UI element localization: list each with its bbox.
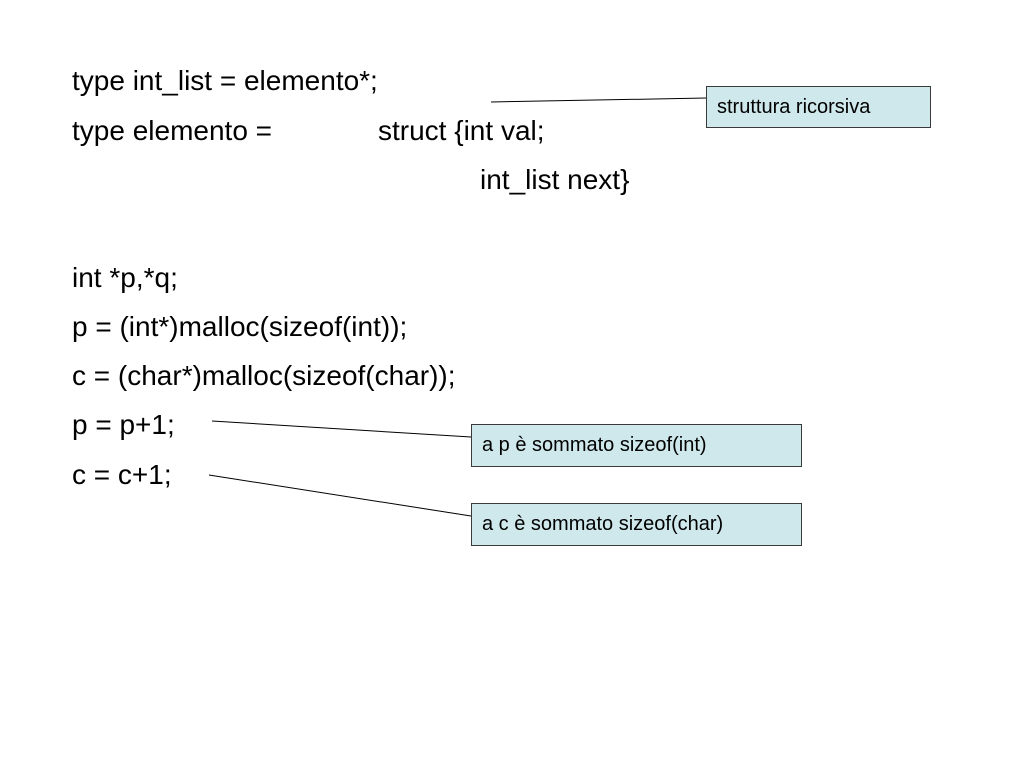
callout-c-increment: a c è sommato sizeof(char) [471, 503, 802, 546]
callout-p-increment: a p è sommato sizeof(int) [471, 424, 802, 467]
callout-recursive-structure-text: struttura ricorsiva [717, 96, 871, 118]
code-line-struct-int-val: struct {int val; [378, 115, 545, 146]
code-line-type-elemento: type elemento = [72, 115, 273, 146]
connector-line-recursive [490, 97, 707, 103]
code-line-decl-pq: int *p,*q; [72, 262, 178, 293]
callout-p-increment-text: a p è sommato sizeof(int) [482, 434, 707, 456]
code-line-c-increment: c = c+1; [72, 459, 172, 490]
code-line-malloc-p: p = (int*)malloc(sizeof(int)); [72, 311, 408, 342]
callout-recursive-structure: struttura ricorsiva [706, 86, 931, 128]
code-line-type-int-list: type int_list = elemento*; [72, 65, 378, 96]
callout-c-increment-text: a c è sommato sizeof(char) [482, 513, 724, 535]
code-line-int-list-next: int_list next} [480, 164, 630, 195]
connector-line-p-increment [211, 420, 472, 438]
connector-line-c-increment [208, 474, 472, 517]
code-line-malloc-c: c = (char*)malloc(sizeof(char)); [72, 360, 456, 391]
code-line-p-increment: p = p+1; [72, 409, 175, 440]
